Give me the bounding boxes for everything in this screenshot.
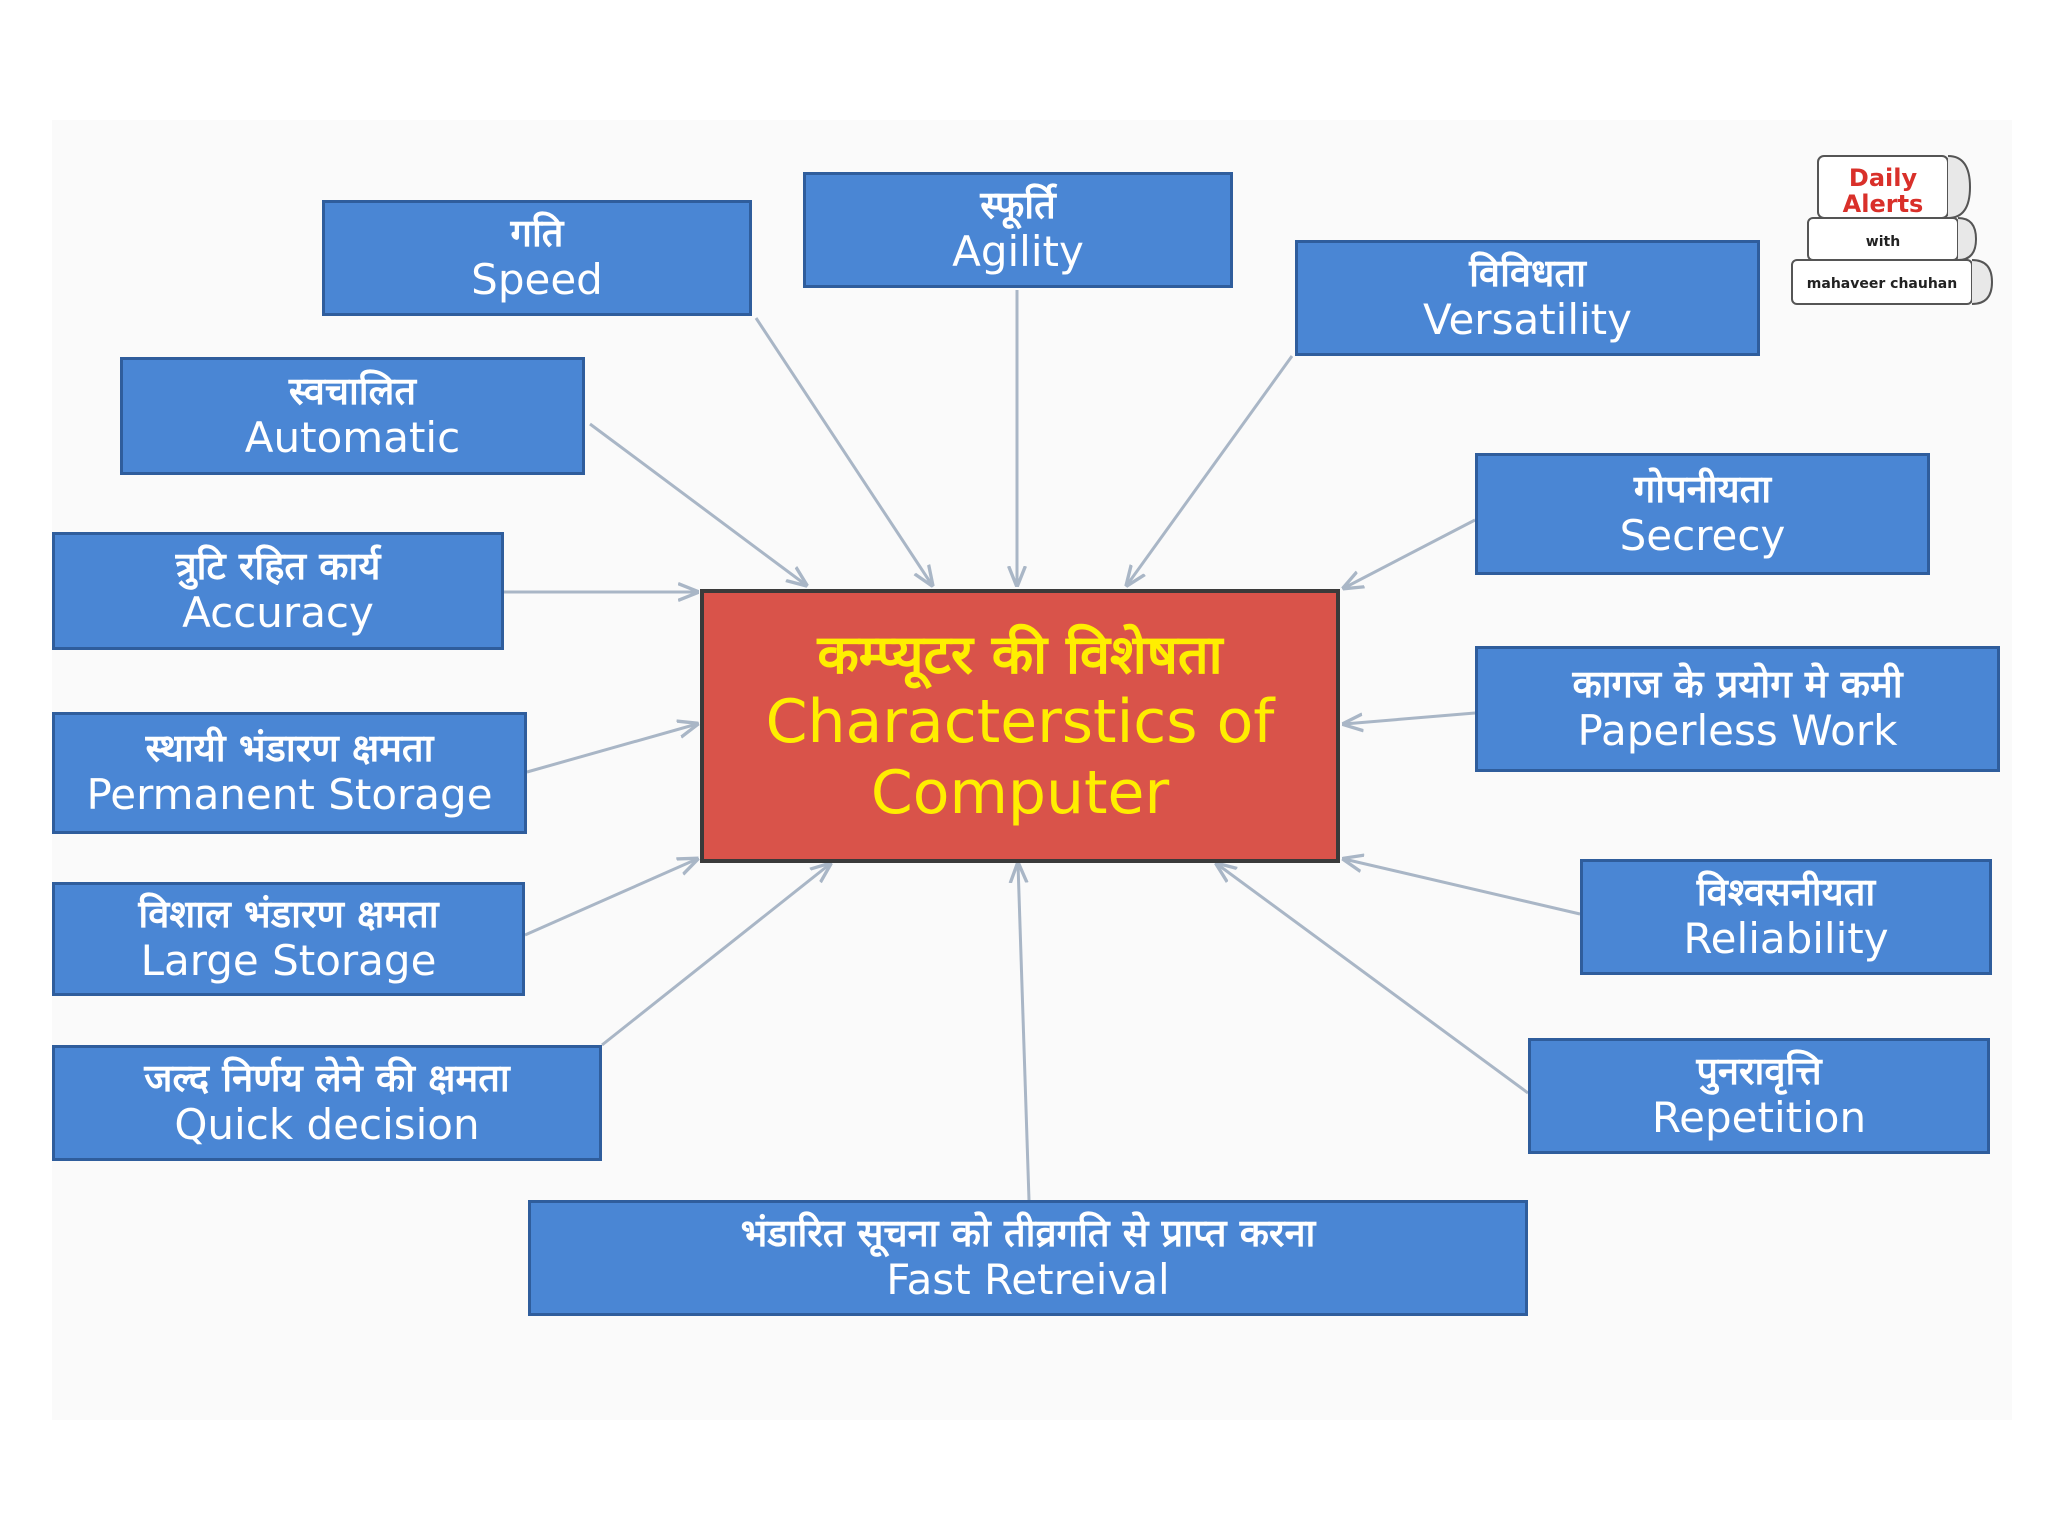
connector-versatility (1127, 355, 1294, 585)
node-paperless: कागज के प्रयोग मे कमी Paperless Work (1475, 646, 2000, 772)
node-fast-retrieval: भंडारित सूचना को तीव्रगति से प्राप्त करन… (528, 1200, 1528, 1316)
node-english-label: Reliability (1683, 913, 1889, 963)
connector-quick-decision (601, 864, 830, 1047)
node-english-label: Paperless Work (1577, 705, 1898, 755)
connector-reliability (1344, 859, 1581, 916)
connector-permanent-storage (526, 724, 697, 774)
node-automatic: स्वचालित Automatic (120, 357, 585, 475)
logo-line3: with (1866, 234, 1900, 250)
node-hindi-label: भंडारित सूचना को तीव्रगति से प्राप्त करन… (740, 1211, 1316, 1255)
center-hindi-label: कम्प्यूटर की विशेषता (817, 623, 1223, 687)
center-english-line1: Characterstics of (765, 687, 1275, 758)
node-quick-decision: जल्द निर्णय लेने की क्षमता Quick decisio… (52, 1045, 602, 1161)
node-permanent-storage: स्थायी भंडारण क्षमता Permanent Storage (52, 712, 527, 834)
logo-line1: Daily (1849, 164, 1918, 192)
node-english-label: Versatility (1423, 294, 1632, 344)
logo-line4: mahaveer chauhan (1807, 276, 1957, 292)
node-accuracy: त्रुटि रहित कार्य Accuracy (52, 532, 504, 650)
node-speed: गति Speed (322, 200, 752, 316)
node-english-label: Repetition (1651, 1092, 1867, 1142)
node-hindi-label: विविधता (1469, 251, 1586, 295)
node-hindi-label: पुनरावृत्ति (1696, 1049, 1822, 1093)
node-english-label: Agility (952, 226, 1084, 276)
node-english-label: Secrecy (1619, 510, 1786, 560)
node-hindi-label: त्रुटि रहित कार्य (175, 544, 381, 588)
node-reliability: विश्वसनीयता Reliability (1580, 859, 1992, 975)
node-large-storage: विशाल भंडारण क्षमता Large Storage (52, 882, 525, 996)
connector-paperless (1344, 711, 1476, 724)
node-hindi-label: जल्द निर्णय लेने की क्षमता (144, 1056, 510, 1100)
node-english-label: Quick decision (174, 1099, 480, 1149)
node-hindi-label: गोपनीयता (1633, 467, 1772, 511)
connector-fast-retrieval (1018, 864, 1031, 1201)
node-hindi-label: स्थायी भंडारण क्षमता (145, 726, 434, 770)
node-english-label: Accuracy (182, 587, 374, 637)
center-english-line2: Computer (870, 757, 1170, 828)
logo-line2: Alerts (1843, 190, 1924, 218)
node-hindi-label: गति (510, 211, 564, 255)
node-agility: स्फूर्ति Agility (803, 172, 1233, 288)
node-hindi-label: कागज के प्रयोग मे कमी (1572, 662, 1903, 706)
node-versatility: विविधता Versatility (1295, 240, 1760, 356)
center-node: कम्प्यूटर की विशेषता Characterstics of C… (700, 589, 1340, 863)
connector-automatic (589, 422, 806, 585)
node-hindi-label: विशाल भंडारण क्षमता (138, 892, 439, 936)
node-hindi-label: स्फूर्ति (980, 183, 1056, 227)
node-english-label: Permanent Storage (86, 769, 493, 819)
node-english-label: Speed (471, 254, 603, 304)
node-hindi-label: स्वचालित (288, 369, 417, 413)
daily-alerts-logo: Daily Alerts with mahaveer chauhan (1791, 155, 1994, 305)
connector-large-storage (524, 859, 697, 937)
connector-secrecy (1344, 518, 1476, 588)
node-english-label: Automatic (244, 412, 461, 462)
node-secrecy: गोपनीयता Secrecy (1475, 453, 1930, 575)
node-repetition: पुनरावृत्ति Repetition (1528, 1038, 1990, 1154)
node-english-label: Large Storage (140, 935, 437, 985)
connector-speed (754, 317, 932, 585)
node-english-label: Fast Retreival (886, 1254, 1170, 1304)
connector-repetition (1217, 864, 1529, 1095)
node-hindi-label: विश्वसनीयता (1696, 870, 1876, 914)
